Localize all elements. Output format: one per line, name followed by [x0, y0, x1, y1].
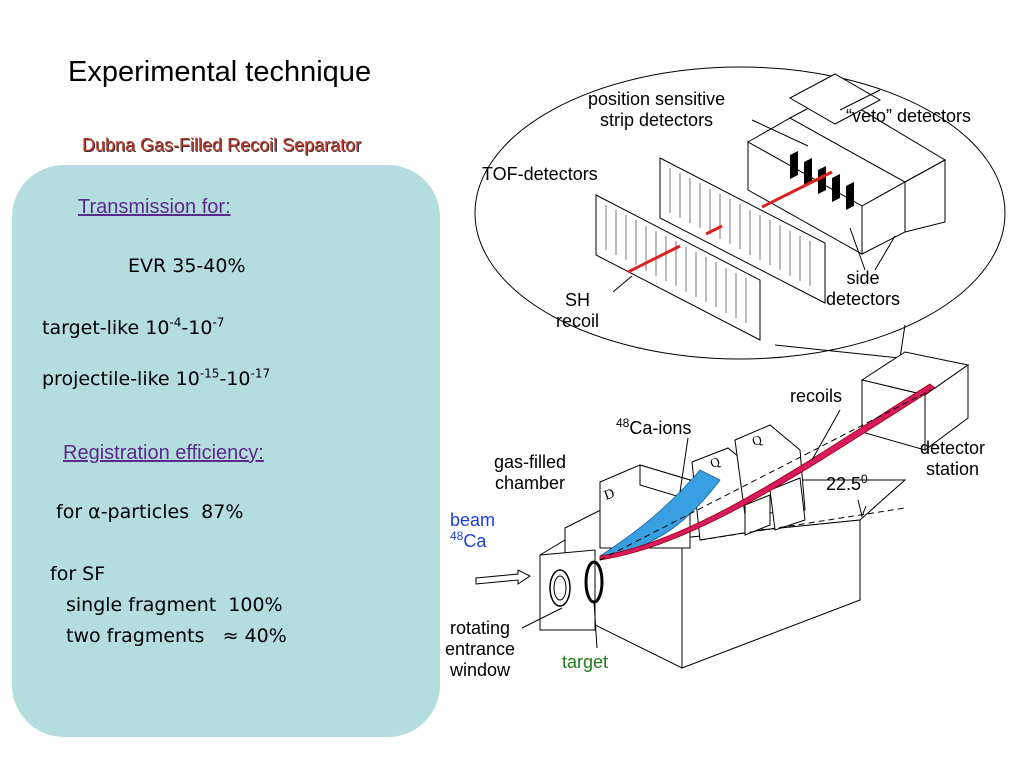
strip-detector-stripes	[790, 151, 854, 210]
page-title: Experimental technique	[68, 56, 372, 88]
single-fragment-line: single fragment 100%	[66, 594, 283, 616]
ca-ion-band	[599, 469, 721, 561]
separator-diagram: D Q Q	[474, 66, 1006, 669]
label-veto: “veto” detectors	[846, 106, 972, 126]
label-tof: TOF-detectors	[482, 164, 598, 184]
transmission-heading: Transmission for:	[78, 196, 231, 218]
beam-arrow	[475, 569, 531, 585]
detector-inset-ellipse	[474, 66, 1006, 360]
label-ca-ions: 48Ca-ions	[616, 416, 692, 438]
sh-recoil-track	[627, 170, 833, 274]
recoil-band	[599, 383, 936, 561]
sf-line: for SF	[50, 563, 106, 585]
tof-detector-back	[659, 157, 826, 304]
entrance-window	[549, 569, 571, 607]
registration-heading: Registration efficiency:	[63, 442, 264, 464]
small-blocks	[744, 477, 806, 536]
label-angle: 22.50	[826, 472, 868, 494]
beam-axis	[599, 387, 936, 561]
focal-plane-detector-box	[746, 73, 947, 255]
target-like-line: target-like 10-4-10-7	[42, 315, 225, 339]
tof-detector-front	[595, 194, 761, 341]
dipole-letter: D	[602, 486, 617, 504]
angle-reference-line	[699, 507, 906, 541]
info-panel	[12, 165, 440, 737]
label-recoils: recoils	[790, 386, 843, 406]
two-fragments-line: two fragments ≈ 40%	[66, 625, 287, 647]
alpha-line: for α-particles 87%	[56, 501, 244, 523]
label-target: target	[562, 652, 609, 672]
projectile-like-line: projectile-like 10-15-10-17	[42, 366, 271, 390]
evr-line: EVR 35-40%	[128, 255, 246, 277]
subtitle: Dubna Gas-Filled Recoil Separator	[82, 135, 362, 155]
